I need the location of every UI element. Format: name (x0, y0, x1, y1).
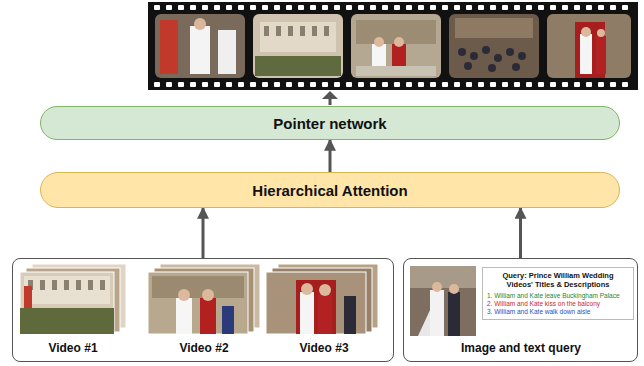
query-panel: Image and text query Query: Prince Willia… (403, 258, 638, 362)
video-title: 2. William and Kate kiss on the balcony (487, 300, 629, 308)
band-label: Hierarchical Attention (252, 182, 407, 199)
flow-arrow (519, 208, 522, 258)
panel-label: Video #1 (48, 341, 97, 355)
panel-label: Video #2 (179, 341, 228, 355)
panel-label: Image and text query (461, 341, 581, 355)
video-thumbnails (20, 264, 378, 334)
query-heading: Videos' Titles & Descriptions (487, 280, 629, 289)
film-strip (148, 2, 638, 90)
band-label: Pointer network (273, 115, 386, 132)
video-panel: Video #1 Video #2 Video #3 (12, 258, 394, 362)
flow-arrow (202, 208, 205, 258)
query-heading: Query: Prince William Wedding (487, 271, 629, 280)
text-query-card: Query: Prince William WeddingVideos' Tit… (482, 267, 634, 320)
attention-band: Hierarchical Attention (40, 172, 620, 208)
panel-label: Video #3 (299, 341, 348, 355)
video-title: 3. William and Kate walk down aisle (487, 308, 629, 316)
output-arrow (322, 91, 338, 105)
flow-arrow (329, 140, 332, 172)
pointer-network-band: Pointer network (40, 106, 620, 140)
video-title: 1. William and Kate leave Buckingham Pal… (487, 292, 629, 300)
query-image (410, 266, 476, 336)
